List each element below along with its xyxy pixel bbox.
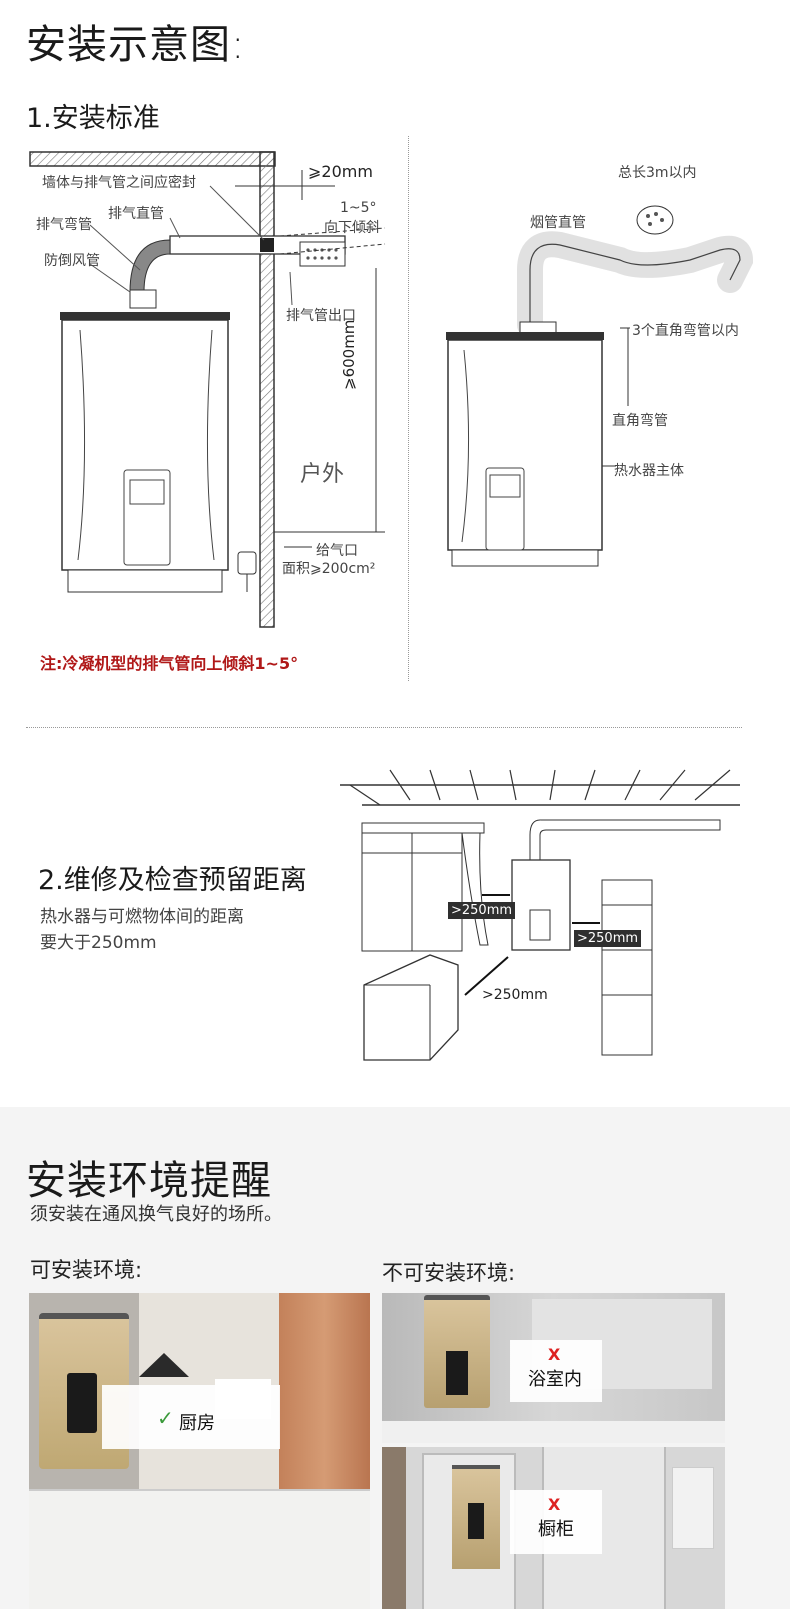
label-slope: 1~5° bbox=[340, 200, 377, 216]
label-flue-straight: 烟管直管 bbox=[530, 215, 586, 231]
check-icon: ✓ bbox=[157, 1406, 174, 1430]
section2-desc-line1: 热水器与可燃物体间的距离 bbox=[40, 907, 244, 927]
flue-route-diagram bbox=[446, 205, 754, 567]
bathroom-photo: X 浴室内 bbox=[382, 1293, 725, 1443]
label-exhaust-elbow: 排气弯管 bbox=[36, 217, 92, 233]
section3-subtitle: 须安装在通风换气良好的场所。 bbox=[30, 1204, 282, 1225]
clearance-label-curtain: >250mm bbox=[448, 902, 516, 919]
divider-horizontal bbox=[26, 727, 742, 728]
bathroom-label: 浴室内 bbox=[528, 1369, 582, 1390]
label-exhaust-outlet: 排气管出口 bbox=[286, 308, 356, 324]
clearance-label-shelf: >250mm bbox=[574, 930, 642, 947]
cabinet-photo: X 橱柜 bbox=[382, 1447, 725, 1609]
label-height-600: ⩾600mm bbox=[340, 319, 358, 390]
label-seal: 墙体与排气管之间应密封 bbox=[42, 175, 196, 191]
forbidden-env-title: 不可安装环境: bbox=[382, 1261, 516, 1285]
kitchen-label: 厨房 bbox=[179, 1413, 215, 1434]
label-exhaust-straight: 排气直管 bbox=[108, 206, 164, 222]
cabinet-tag bbox=[510, 1490, 602, 1554]
label-right-elbow: 直角弯管 bbox=[612, 413, 668, 429]
divider-vertical bbox=[408, 136, 409, 681]
label-distance-20: ⩾20mm bbox=[308, 162, 373, 181]
section3-title: 安装环境提醒 bbox=[26, 1158, 272, 1204]
label-outdoor: 户外 bbox=[300, 462, 345, 487]
section2-desc-line2: 要大于250mm bbox=[40, 933, 157, 953]
cabinet-label: 橱柜 bbox=[538, 1519, 574, 1540]
kitchen-tag bbox=[102, 1385, 280, 1449]
section1-title: 1.安装标准 bbox=[26, 103, 160, 134]
section2-title: 2.维修及检查预留距离 bbox=[38, 865, 307, 896]
condensing-note: 注:冷凝机型的排气管向上倾斜1~5° bbox=[40, 654, 299, 673]
label-total-length: 总长3m以内 bbox=[618, 165, 697, 181]
label-air-inlet: 给气口 bbox=[316, 543, 358, 559]
label-elbow-count: 3个直角弯管以内 bbox=[632, 323, 739, 339]
label-slope-down: 向下倾斜 bbox=[324, 220, 380, 236]
bathroom-tag bbox=[510, 1340, 602, 1402]
label-wind-guard: 防倒风管 bbox=[44, 253, 100, 269]
clearance-label-box: >250mm bbox=[482, 987, 548, 1003]
cabinet-x-icon: X bbox=[548, 1495, 561, 1514]
bathroom-x-icon: X bbox=[548, 1345, 561, 1364]
label-heater-body: 热水器主体 bbox=[614, 463, 684, 479]
allowed-env-title: 可安装环境: bbox=[30, 1258, 143, 1282]
install-standard-diagram bbox=[29, 151, 386, 628]
kitchen-photo: ✓ 厨房 bbox=[29, 1293, 370, 1609]
clearance-diagram bbox=[340, 769, 740, 1061]
label-inlet-area: 面积⩾200cm² bbox=[282, 561, 376, 577]
page-title: 安装示意图: bbox=[26, 22, 246, 68]
